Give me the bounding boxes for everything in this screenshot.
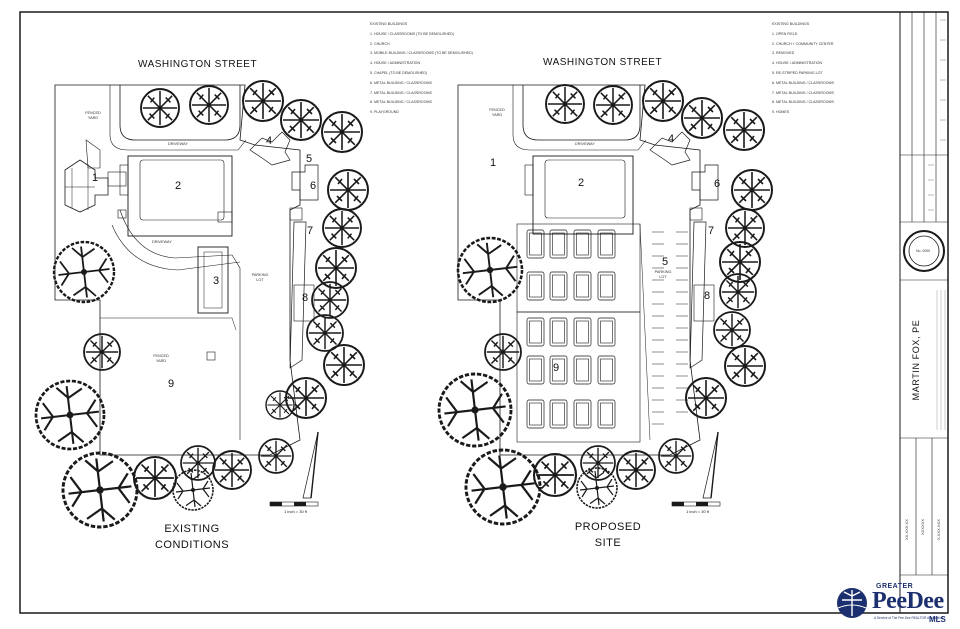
legend-item: 5. RE-STRIPED PARKING LOT <box>772 70 823 75</box>
legend-existing: EXISTING BUILDINGS 1. HOUSE / CLASSROOMS… <box>370 20 473 118</box>
building-number-4: 4 <box>266 135 273 147</box>
legend-item: 2. CHURCH <box>370 41 390 46</box>
title-block-grid <box>900 12 948 576</box>
caption-line: SITE <box>594 537 622 549</box>
scale-label-existing: 1 inch = 30 ft <box>284 509 308 514</box>
caption-line: PROPOSED <box>574 521 642 533</box>
building-number-2: 2 <box>578 177 585 189</box>
building-number-8: 8 <box>302 292 309 304</box>
greater-pee-dee-mls-logo: GREATER PeeDee A Service of The Pee Dee … <box>836 583 956 627</box>
building-number-3: 3 <box>213 275 220 287</box>
legend-item: 1. OPEN FIELD <box>772 31 798 36</box>
legend-item: 1. HOUSE / CLASSROOMS (TO BE DEMOLISHED) <box>370 31 455 36</box>
building-number-9: 9 <box>168 378 175 390</box>
building-number-4: 4 <box>668 133 675 145</box>
fenced-yard-label: FENCED YARD <box>85 111 101 120</box>
building-number-1: 1 <box>490 157 497 169</box>
building-number-6: 6 <box>714 178 721 190</box>
scale-label-proposed: 1 inch = 30 ft <box>686 509 710 514</box>
logo-mls-text: MLS <box>929 615 946 624</box>
existing-conditions-caption: EXISTING CONDITIONS <box>140 521 244 553</box>
building-number-7: 7 <box>307 225 314 237</box>
legend-item: 8. METAL BUILDING / CLASSROOMS <box>370 100 432 105</box>
parking-lot-label: PARKING LOT <box>654 270 672 279</box>
logo-tagline: A Service of The Pee Dee REALTOR Associa… <box>874 616 944 620</box>
legend-item: 7. METAL BUILDING / CLASSROOMS <box>370 90 432 95</box>
street-name-proposed: WASHINGTON STREET <box>543 57 663 68</box>
legend-item: 6. METAL BUILDING / CLASSROOMS <box>772 80 834 85</box>
driveway-label: DRIVEWAY <box>152 240 172 244</box>
fenced-yard-label: FENCED YARD <box>153 354 169 363</box>
legend-item: 9. HOMES <box>772 110 790 115</box>
building-number-5: 5 <box>306 153 313 165</box>
parking-lot-label: PARKING LOT <box>251 273 269 282</box>
street-name-existing: WASHINGTON STREET <box>138 59 258 70</box>
building-number-7: 7 <box>708 225 715 237</box>
caption-line: CONDITIONS <box>154 539 230 551</box>
legend-item: 4. HOUSE / ADMINISTRATION <box>772 61 823 66</box>
building-number-2: 2 <box>175 180 182 192</box>
legend-item: 5. CHAPEL (TO BE DEMOLISHED) <box>370 70 428 75</box>
sheet-code: XX.XXX.XX <box>904 519 909 540</box>
legend-item: 3. MOBILE BUILDING / CLASSROOMS (TO BE D… <box>370 51 473 56</box>
building-number-6: 6 <box>310 180 317 192</box>
legend-heading: EXISTING BUILDINGS <box>772 22 810 26</box>
legend-heading: EXISTING BUILDINGS <box>370 22 408 26</box>
sheet-code: XXXXXX <box>920 518 925 535</box>
legend-proposed: EXISTING BUILDINGS 1. OPEN FIELD 2. CHUR… <box>772 20 834 118</box>
proposed-site-caption: PROPOSED SITE <box>556 519 660 551</box>
logo-greater-text: GREATER <box>876 583 914 590</box>
legend-item: 4. HOUSE / ADMINISTRATION <box>370 61 421 66</box>
homes-grid <box>526 229 616 429</box>
seal-text: No. 0000 <box>916 249 931 253</box>
existing-plan <box>36 80 369 527</box>
legend-item: 7. METAL BUILDING / CLASSROOMS <box>772 90 834 95</box>
legend-item: 8. METAL BUILDING / CLASSROOMS <box>772 100 834 105</box>
building-number-1: 1 <box>92 172 99 184</box>
building-number-8: 8 <box>704 290 711 302</box>
building-number-9: 9 <box>553 362 560 374</box>
logo-name-text: PeeDee <box>872 588 944 614</box>
proposed-plan <box>439 80 773 524</box>
mls-logo-mark <box>837 588 867 618</box>
legend-item: 3. REMOVED <box>772 51 795 56</box>
driveway-label: DRIVEWAY <box>168 142 188 146</box>
engineer-name: MARTIN FOX, PE <box>911 319 921 401</box>
sheet-code: X.XXX.XXX <box>936 519 941 540</box>
engineer-seal <box>903 230 945 272</box>
legend-item: 2. CHURCH + COMMUNITY CENTER <box>772 41 834 46</box>
scale-bar-existing <box>269 501 319 507</box>
driveway-label: DRIVEWAY <box>575 142 595 146</box>
legend-item: 6. METAL BUILDING / CLASSROOMS <box>370 80 432 85</box>
caption-line: EXISTING <box>164 523 220 535</box>
scale-bar-proposed <box>671 501 721 507</box>
fenced-yard-label: FENCED YARD <box>489 108 505 117</box>
legend-item: 9. PLAYGROUND <box>370 110 399 115</box>
building-number-5: 5 <box>662 256 669 268</box>
engineer-name-block: MARTIN FOX, PE <box>904 300 928 420</box>
